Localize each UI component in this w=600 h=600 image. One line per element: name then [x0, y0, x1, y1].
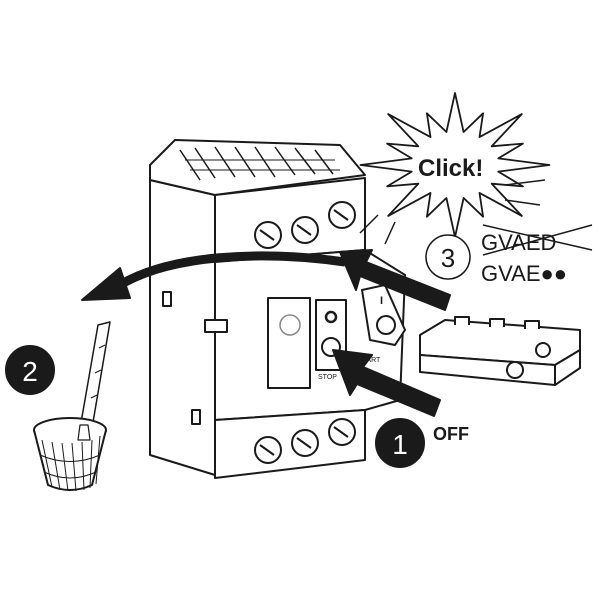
click-callout: Click! [418, 155, 483, 182]
removal-arrow [117, 251, 346, 289]
stop-label: STOP [318, 374, 337, 381]
accessory-block-gvae [419, 316, 581, 386]
waste-bin-icon [33, 417, 107, 492]
removal-arrow-head [81, 267, 131, 301]
start-on-mark: I [380, 295, 383, 307]
breaker-front-bottom [214, 409, 366, 479]
start-label: START [358, 357, 381, 364]
stop-button-face[interactable] [321, 337, 341, 357]
rating-dial-panel [267, 297, 311, 389]
motor-circuit-breaker: STOP I START [149, 139, 406, 479]
insert-arrow-top [339, 249, 451, 311]
off-arrow [332, 349, 441, 417]
start-button-face[interactable] [376, 315, 396, 335]
stop-button-ring-icon [324, 310, 338, 324]
old-reference-crossed: GVAED [481, 230, 556, 255]
cross-out-mark [482, 224, 593, 256]
step3-circle [425, 234, 471, 280]
breaker-top [149, 139, 366, 196]
step1-number: 1 [392, 429, 408, 460]
strip-notches [90, 344, 106, 399]
top-terminal-screws [254, 201, 356, 249]
off-label: OFF [433, 424, 469, 444]
bottom-terminal-screws [254, 418, 356, 464]
clip-tab [204, 319, 228, 333]
step2-badge [5, 345, 55, 395]
new-reference: GVAE●● [481, 261, 567, 286]
click-motion-lines [359, 179, 546, 245]
top-terminal-fins [179, 146, 340, 181]
step1-badge [375, 418, 425, 468]
rating-dial-icon [279, 314, 301, 336]
step3-number: 3 [441, 243, 455, 273]
step2-number: 2 [22, 356, 38, 387]
side-latch [191, 409, 201, 425]
side-latch [162, 291, 172, 307]
